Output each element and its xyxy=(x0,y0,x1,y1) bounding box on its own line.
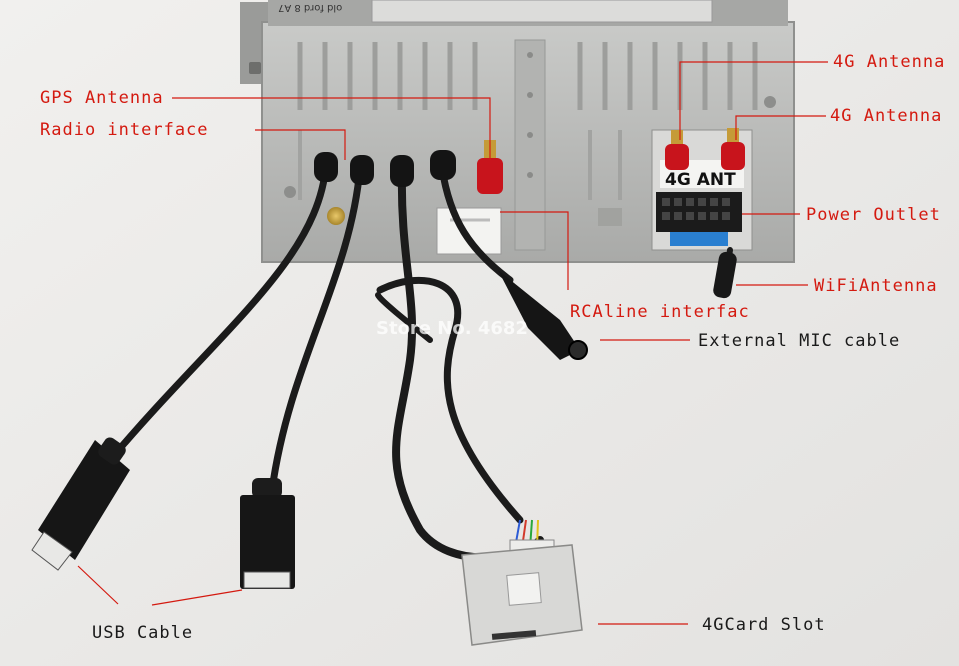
radio-socket xyxy=(327,207,345,225)
label-rca-line: RCAline interfac xyxy=(570,302,750,322)
usb-connector-right xyxy=(240,478,295,589)
label-4g-card-slot: 4GCard Slot xyxy=(702,615,826,635)
label-4g-antenna-second: 4G Antenna xyxy=(830,106,943,126)
antenna-panel-text: 4G ANT xyxy=(665,170,736,190)
label-power-outlet: Power Outlet xyxy=(806,205,941,225)
power-connector-block xyxy=(656,192,742,246)
antenna-panel-4g xyxy=(651,129,753,251)
label-usb-cable: USB Cable xyxy=(92,623,194,643)
rca-connector xyxy=(436,207,502,255)
card-slot-module xyxy=(461,519,583,646)
label-wifi-antenna: WiFiAntenna xyxy=(814,276,938,296)
mic-jack xyxy=(498,270,588,360)
device-sticker-text: old ford 8 A7 xyxy=(278,2,343,13)
label-radio-interface: Radio interface xyxy=(40,120,209,140)
cable-boots xyxy=(314,150,456,187)
label-external-mic: External MIC cable xyxy=(698,331,901,351)
label-gps-antenna: GPS Antenna xyxy=(40,88,164,108)
store-watermark: Store No. 4682 xyxy=(376,318,528,339)
label-4g-antenna-top: 4G Antenna xyxy=(833,52,946,72)
cable-bundle xyxy=(106,161,733,562)
leader-lines xyxy=(77,61,828,625)
usb-connector-left xyxy=(31,437,130,571)
wifi-antenna-stub xyxy=(713,251,737,299)
